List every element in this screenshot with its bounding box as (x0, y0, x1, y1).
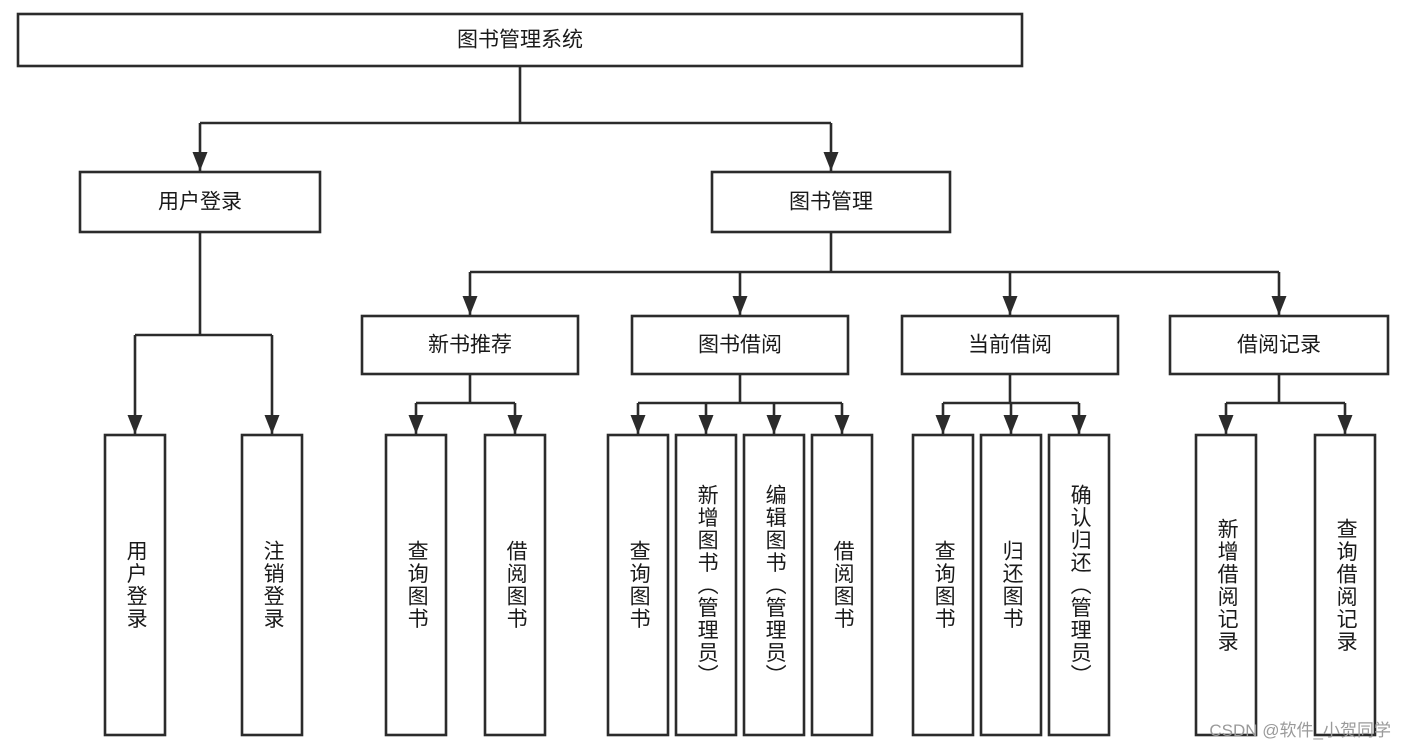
arrow-to-leaf-8 (935, 415, 951, 434)
node-level3-label-2: 当前借阅 (968, 334, 1052, 357)
node-leaf-9[interactable] (979, 433, 1043, 737)
arrow-to-leaf-0 (127, 415, 143, 434)
node-root-label: 图书管理系统 (457, 29, 583, 52)
arrow-to-leaf-4 (630, 415, 646, 434)
node-leaf-12[interactable] (1313, 433, 1377, 737)
arrow-mgmt-to-level3-3 (1271, 296, 1287, 315)
arrow-mgmt-to-level3-0 (462, 296, 478, 315)
node-leaf-5[interactable] (674, 433, 738, 737)
node-leaf-10[interactable] (1047, 433, 1111, 737)
node-level3-3[interactable] (1168, 314, 1390, 376)
connector-layer (127, 66, 1353, 434)
arrow-to-leaf-6 (766, 415, 782, 434)
node-level3-0[interactable] (360, 314, 580, 376)
node-leaf-3[interactable] (483, 433, 547, 737)
arrow-to-leaf-12 (1337, 415, 1353, 434)
node-level2-label-0: 用户登录 (158, 191, 242, 214)
node-level3-label-0: 新书推荐 (428, 334, 512, 357)
arrow-to-leaf-7 (834, 415, 850, 434)
node-leaf-4[interactable] (606, 433, 670, 737)
node-leaf-0[interactable] (103, 433, 167, 737)
node-leaf-8[interactable] (911, 433, 975, 737)
node-level3-label-3: 借阅记录 (1237, 334, 1321, 357)
node-root[interactable] (16, 12, 1024, 68)
node-level3-2[interactable] (900, 314, 1120, 376)
arrow-to-leaf-9 (1003, 415, 1019, 434)
node-level2-1[interactable] (710, 170, 952, 234)
node-leaf-7[interactable] (810, 433, 874, 737)
node-level3-1[interactable] (630, 314, 850, 376)
arrow-root-to-level2-1 (823, 152, 839, 171)
arrow-to-leaf-2 (408, 415, 424, 434)
box-layer (16, 12, 1390, 737)
node-level2-label-1: 图书管理 (789, 191, 873, 214)
arrow-to-leaf-5 (698, 415, 714, 434)
node-leaf-6[interactable] (742, 433, 806, 737)
arrow-to-leaf-10 (1071, 415, 1087, 434)
arrow-mgmt-to-level3-1 (732, 296, 748, 315)
arrow-to-leaf-11 (1218, 415, 1234, 434)
arrow-to-leaf-1 (264, 415, 280, 434)
node-level2-0[interactable] (78, 170, 322, 234)
node-leaf-2[interactable] (384, 433, 448, 737)
node-leaf-1[interactable] (240, 433, 304, 737)
arrow-root-to-level2-0 (192, 152, 208, 171)
arrow-mgmt-to-level3-2 (1002, 296, 1018, 315)
node-level3-label-1: 图书借阅 (698, 334, 782, 357)
node-leaf-11[interactable] (1194, 433, 1258, 737)
arrow-to-leaf-3 (507, 415, 523, 434)
